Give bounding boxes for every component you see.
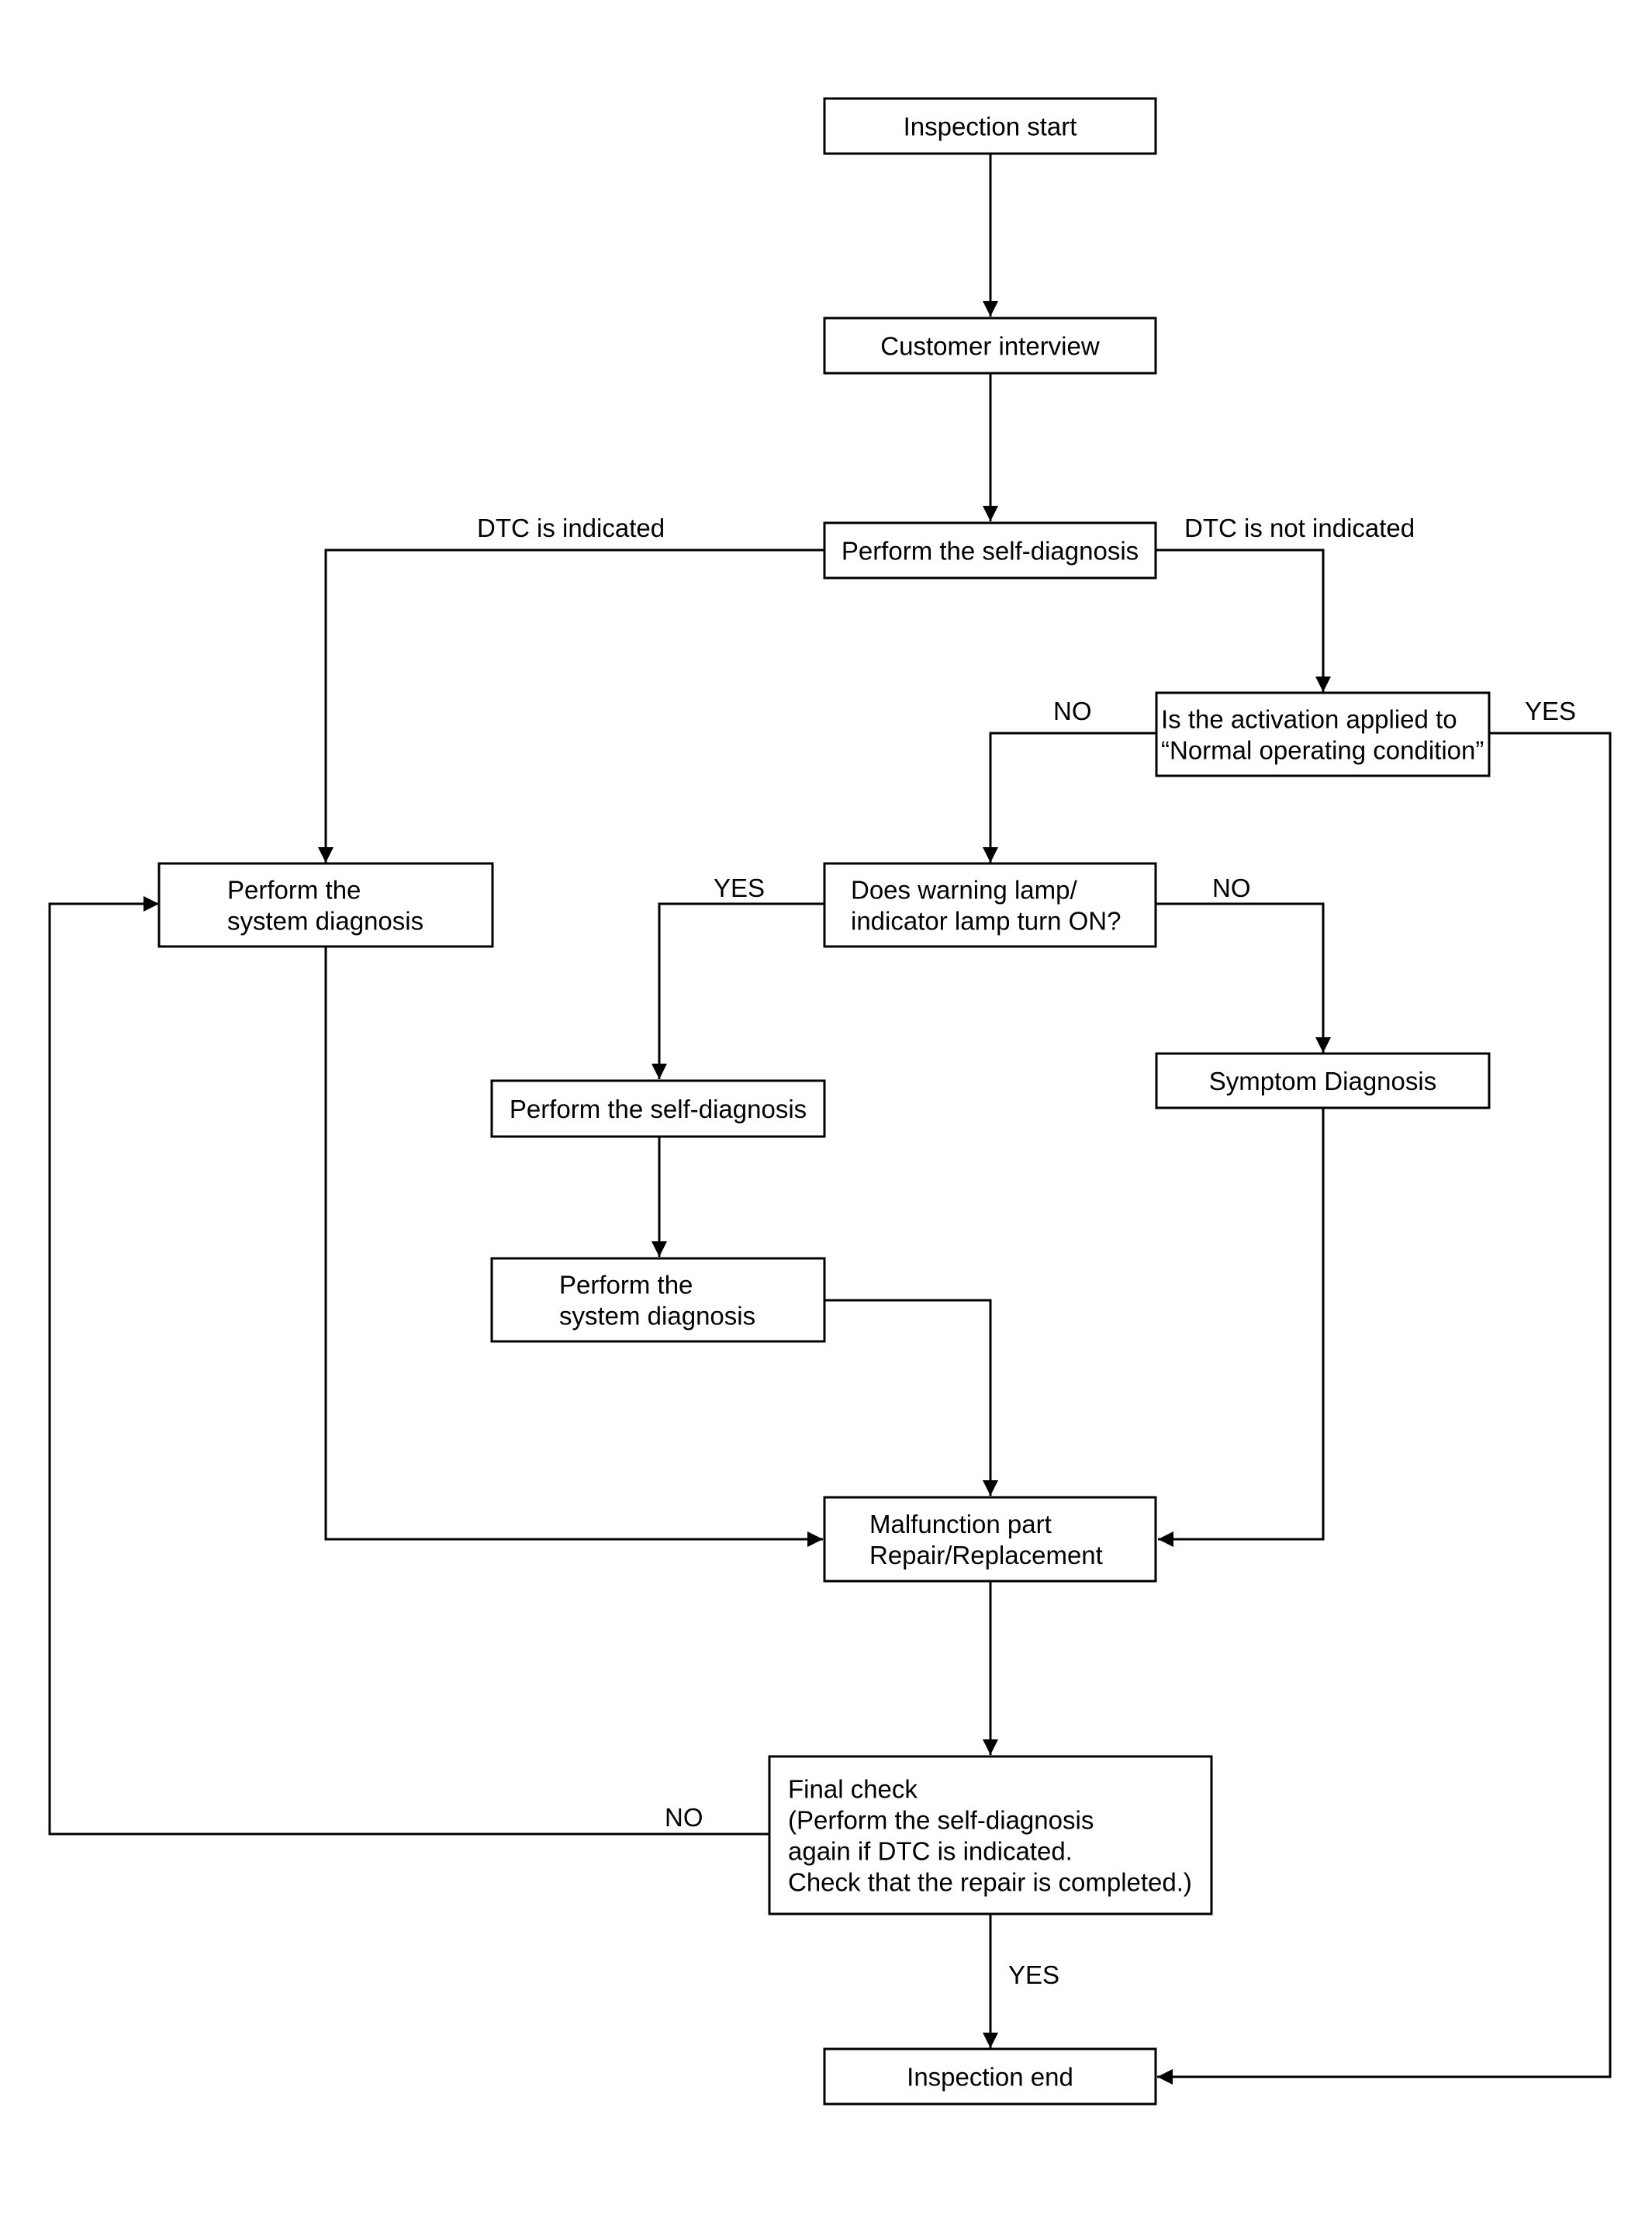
arrow-activation-yes bbox=[1157, 732, 1612, 2085]
arrow-lamp-no bbox=[1156, 902, 1331, 1053]
edge-label-activation-no: NO bbox=[1053, 697, 1092, 725]
node-inspection-start-text-1: Inspection start bbox=[904, 112, 1077, 141]
node-system-diagnosis-2-box bbox=[490, 1257, 826, 1343]
edge-label-final-no: NO bbox=[665, 1803, 703, 1832]
node-self-diagnosis-1: Perform the self-diagnosis bbox=[823, 521, 1157, 580]
arrow-symptom-to-repair bbox=[1158, 1108, 1325, 1547]
arrow-dtc-indicated bbox=[318, 549, 824, 863]
arrow-final-no bbox=[48, 896, 769, 1836]
node-inspection-start-box bbox=[823, 97, 1157, 155]
node-system-diagnosis-2: Perform the system diagnosis bbox=[490, 1257, 826, 1343]
arrow-dtc-not-indicated bbox=[1156, 549, 1331, 692]
node-symptom-diagnosis-text-1: Symptom Diagnosis bbox=[1209, 1067, 1436, 1095]
node-system-diagnosis-2-text-2: system diagnosis bbox=[559, 1302, 755, 1331]
node-warning-lamp-question-box bbox=[823, 862, 1157, 948]
arrow-system-diagnosis-2-to-repair bbox=[824, 1299, 998, 1496]
node-self-diagnosis-1-text-1: Perform the self-diagnosis bbox=[842, 537, 1139, 566]
edge-label-dtc-indicated: DTC is indicated bbox=[477, 514, 665, 542]
node-malfunction-repair-text-2: Repair/Replacement bbox=[869, 1541, 1103, 1569]
node-self-diagnosis-2-box bbox=[490, 1079, 826, 1138]
node-activation-question-box bbox=[1155, 691, 1491, 777]
edge-label-final-yes: YES bbox=[1008, 1960, 1059, 1989]
node-final-check: Final check(Perform the self-diagnosisag… bbox=[768, 1755, 1213, 1915]
node-self-diagnosis-2: Perform the self-diagnosis bbox=[490, 1079, 826, 1138]
edge-label-dtc-not-indicated: DTC is not indicated bbox=[1184, 514, 1415, 542]
node-inspection-end: Inspection end bbox=[823, 2047, 1157, 2106]
node-activation-question: Is the activation applied to“Normal oper… bbox=[1155, 691, 1491, 777]
node-symptom-diagnosis: Symptom Diagnosis bbox=[1155, 1052, 1491, 1109]
node-system-diagnosis-1-text-1: Perform the bbox=[227, 876, 361, 905]
node-warning-lamp-question-text-1: Does warning lamp/ bbox=[851, 876, 1077, 905]
node-customer-interview-box bbox=[823, 317, 1157, 375]
node-final-check-text-1: Final check bbox=[788, 1775, 918, 1804]
arrow-system-diagnosis-1-to-repair bbox=[324, 946, 823, 1547]
node-self-diagnosis-1-box bbox=[823, 521, 1157, 580]
node-customer-interview-text-1: Customer interview bbox=[880, 332, 1100, 361]
node-inspection-start: Inspection start bbox=[823, 97, 1157, 155]
node-inspection-end-box bbox=[823, 2047, 1157, 2106]
node-symptom-diagnosis-box bbox=[1155, 1052, 1491, 1109]
node-inspection-end-text-1: Inspection end bbox=[907, 2063, 1073, 2092]
node-malfunction-repair-box bbox=[823, 1496, 1157, 1583]
node-system-diagnosis-2-text-1: Perform the bbox=[559, 1271, 693, 1299]
node-system-diagnosis-1-box bbox=[157, 862, 494, 948]
node-warning-lamp-question-text-2: indicator lamp turn ON? bbox=[851, 907, 1121, 936]
edge-label-lamp-no: NO bbox=[1212, 874, 1251, 902]
node-final-check-text-4: Check that the repair is completed.) bbox=[788, 1868, 1192, 1897]
node-final-check-text-2: (Perform the self-diagnosis bbox=[788, 1806, 1094, 1835]
arrow-activation-no bbox=[983, 732, 1156, 863]
node-self-diagnosis-2-text-1: Perform the self-diagnosis bbox=[510, 1095, 807, 1123]
edge-label-lamp-yes: YES bbox=[714, 874, 765, 902]
node-system-diagnosis-1-text-2: system diagnosis bbox=[227, 907, 423, 936]
arrow-lamp-yes bbox=[651, 902, 824, 1079]
node-warning-lamp-question: Does warning lamp/indicator lamp turn ON… bbox=[823, 862, 1157, 948]
node-final-check-text-3: again if DTC is indicated. bbox=[788, 1837, 1073, 1866]
node-customer-interview: Customer interview bbox=[823, 317, 1157, 375]
node-malfunction-repair-text-1: Malfunction part bbox=[869, 1510, 1052, 1538]
edge-label-activation-yes: YES bbox=[1525, 697, 1576, 725]
node-activation-question-text-1: Is the activation applied to bbox=[1161, 705, 1457, 734]
node-activation-question-text-2: “Normal operating condition” bbox=[1161, 736, 1484, 765]
node-final-check-box bbox=[768, 1755, 1213, 1915]
connectors bbox=[48, 154, 1612, 2085]
